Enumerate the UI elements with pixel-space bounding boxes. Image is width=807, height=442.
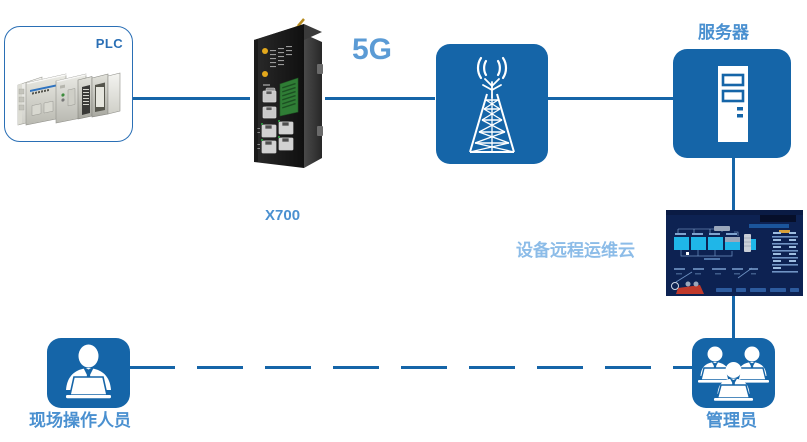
person-at-laptop-icon — [66, 344, 111, 399]
operator-tile — [47, 338, 130, 408]
scada-dashboard-thumbnail — [666, 210, 803, 296]
industrial-router-photo — [254, 18, 323, 168]
link-plc-to-router — [133, 97, 250, 100]
cell-tower-icon — [469, 56, 515, 153]
router-label: X700 — [265, 207, 301, 224]
link-operator-to-admin — [129, 366, 694, 369]
admin-label: 管理员 — [706, 411, 757, 431]
plc-panel: PLC — [4, 26, 133, 142]
operator-label: 现场操作人员 — [29, 411, 131, 431]
cell-tower-tile — [436, 44, 548, 164]
server-tower-icon — [718, 66, 748, 142]
people-at-laptops-icon — [698, 346, 769, 401]
cloud-label: 设备远程运维云 — [516, 241, 635, 261]
plc-label: PLC — [95, 36, 123, 51]
admin-tile — [692, 338, 775, 408]
link-server-to-cloud — [732, 158, 735, 212]
link-tower-to-server — [548, 97, 673, 100]
network-label: 5G — [352, 33, 393, 66]
link-cloud-to-admin — [732, 294, 735, 340]
server-label: 服务器 — [698, 23, 749, 43]
server-tile — [673, 49, 791, 158]
link-router-to-tower — [325, 97, 435, 100]
plc-module-photo — [17, 72, 121, 126]
